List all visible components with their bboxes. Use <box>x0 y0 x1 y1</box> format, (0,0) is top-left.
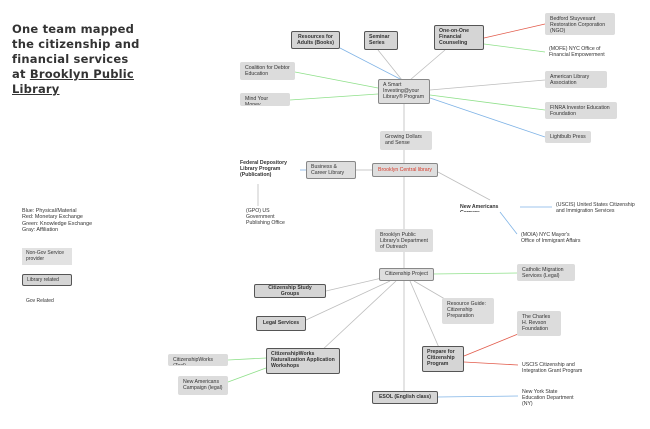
node-moia[interactable]: (MOIA) NYC Mayor's Office of Immigrant A… <box>521 232 581 245</box>
legend-non-gov: Non-Gov Service provider <box>22 248 72 265</box>
node-citizenshipworks-workshops[interactable]: CitizenshipWorks Naturalization Applicat… <box>266 348 340 374</box>
edge-coalition-smart <box>294 71 379 89</box>
legend-gov: Gov Related <box>26 298 54 304</box>
node-resources-for-adults[interactable]: Resources for Adults (Books) <box>291 31 340 49</box>
node-brooklyn-central-library[interactable]: Brooklyn Central library <box>372 163 438 177</box>
edge-catholic-project <box>431 272 518 275</box>
node-business-career-library[interactable]: Business & Career Library <box>306 161 356 179</box>
node-federal-depository[interactable]: Federal Depository Library Program (Publ… <box>240 160 287 179</box>
node-catholic-migration[interactable]: Catholic Migration Services (Legal) <box>517 264 575 281</box>
node-resource-guide[interactable]: Resource Guide: Citizenship Preparation <box>442 298 494 324</box>
node-seminar-series[interactable]: Seminar Series <box>364 31 398 50</box>
edge-finra-smart <box>429 94 546 111</box>
edge-ala-smart <box>429 79 546 91</box>
edge-reason-prepare <box>463 333 519 357</box>
legend-green: Green: Knowledge Exchange <box>22 220 93 227</box>
edge-project-prepare <box>409 280 441 351</box>
node-citizenshipworks-tool[interactable]: CitizenshipWorks (Tool) <box>168 354 228 366</box>
edge-bedford-oneonone <box>483 23 546 39</box>
edge-smart-resources <box>339 47 403 81</box>
node-mind-your-money[interactable]: Mind Your Money <box>240 93 290 106</box>
edge-project-study <box>325 277 383 292</box>
node-growing-dollars[interactable]: Growing Dollars and Sense <box>380 131 432 150</box>
node-uscis-grant[interactable]: USCIS Citizenship and Integration Grant … <box>522 362 583 375</box>
edge-mind-smart <box>289 93 379 101</box>
title-line-1: One team mapped <box>12 22 135 36</box>
node-new-americans-campaign[interactable]: New Americans Campaign (legal) <box>178 376 228 395</box>
node-mofe[interactable]: (MOFE) NYC Office of Financial Empowerme… <box>549 46 605 59</box>
node-outreach-services[interactable]: Brooklyn Public Library's Department of … <box>375 229 433 252</box>
title-line-5[interactable]: Library <box>12 82 60 96</box>
legend-red: Red: Monetary Exchange <box>22 214 83 221</box>
title-line-4-prefix: at <box>12 67 30 81</box>
edge-nacampaign-workshops <box>227 367 267 383</box>
node-smart-investing[interactable]: A Smart Investing@your Library® Program <box>378 79 430 104</box>
edge-cwtool-workshops <box>227 357 267 361</box>
edge-nysed-esol <box>437 395 519 398</box>
title-library-link[interactable]: Brooklyn Public <box>29 67 134 81</box>
edge-central-newamericans <box>437 171 491 201</box>
node-revson-foundation[interactable]: The Charles H. Revson Foundation <box>517 311 561 336</box>
title-line-4: at Brooklyn Public <box>12 67 162 82</box>
node-esol[interactable]: ESOL (English class) <box>372 391 438 404</box>
node-nysed[interactable]: New York State Education Department (NY) <box>522 389 574 408</box>
node-bedford-stuyvesant[interactable]: Bedford Stuyvesant Restoration Corporati… <box>545 13 615 35</box>
edge-lightbulb-smart <box>429 97 546 138</box>
title-line-2: the citizenship and <box>12 37 140 51</box>
title-line-3: financial services <box>12 52 129 66</box>
edge-project-legal <box>305 280 391 321</box>
node-prepare-for-citizenship[interactable]: Prepare for Citizenship Program <box>422 346 464 372</box>
node-legal-services[interactable]: Legal Services <box>256 316 306 331</box>
edge-smart-oneonone <box>409 49 446 81</box>
edge-project-workshops <box>319 280 397 353</box>
legend-blue: Blue: Physical/Material <box>22 208 77 214</box>
node-lightbulb-press[interactable]: Lightbulb Press <box>545 131 591 143</box>
legend-gray: Gray: Affiliation <box>22 226 59 233</box>
node-one-on-one-counseling[interactable]: One-on-One Financial Counseling <box>434 25 484 50</box>
node-coalition-debtor-education[interactable]: Coalition for Debtor Education <box>240 62 295 80</box>
legend: Blue: Physical/Material Red: Monetary Ex… <box>22 208 92 233</box>
node-uscis[interactable]: (USCIS) United States Citizenship and Im… <box>556 202 635 215</box>
node-new-americans-corners[interactable]: New Americans Corners <box>460 204 499 212</box>
edge-moia-newamericans <box>499 211 518 235</box>
node-citizenship-study-groups[interactable]: Citizenship Study Groups <box>254 284 326 298</box>
edge-smart-seminar <box>377 49 403 81</box>
edge-mofe-oneonone <box>483 43 546 53</box>
node-finra[interactable]: FINRA Investor Education Foundation <box>545 102 617 119</box>
node-gpo[interactable]: (GPO) US Government Publishing Office <box>246 208 285 227</box>
node-american-library-association[interactable]: American Library Association <box>545 71 607 88</box>
legend-library: Library related <box>22 274 72 286</box>
edge-uscis2-prepare <box>463 361 519 366</box>
page-title: One team mapped the citizenship and fina… <box>12 22 162 97</box>
node-citizenship-project[interactable]: Citizenship Project <box>379 268 434 281</box>
